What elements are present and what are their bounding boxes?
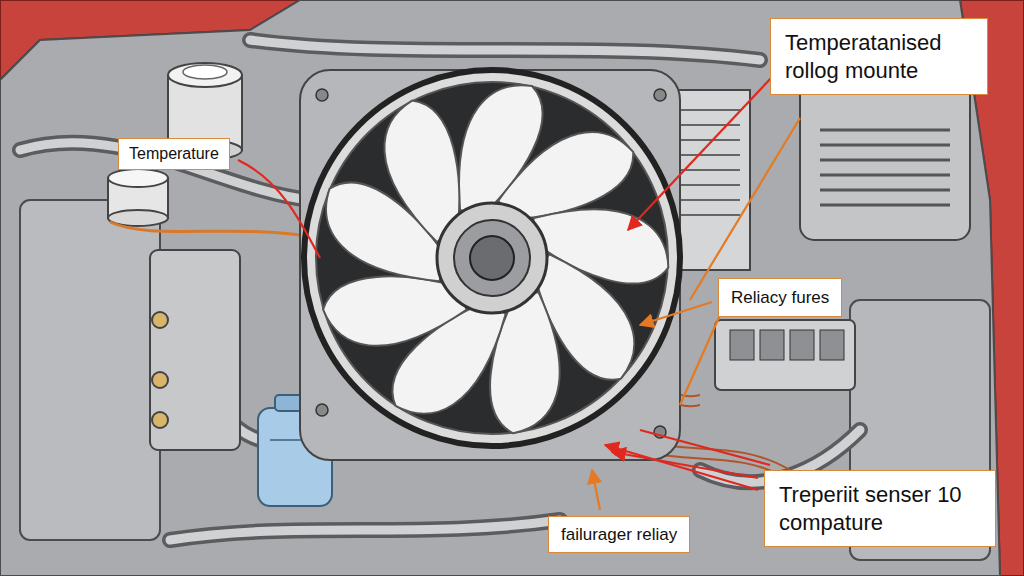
bay-panel — [0, 0, 1000, 576]
leader-arrow — [592, 470, 600, 510]
callout-box: failurager reliay — [548, 516, 690, 553]
callout-text: Temperatanised rollog mounte — [785, 29, 973, 84]
leader-line — [690, 118, 800, 300]
left-housing — [20, 200, 160, 540]
leader-arrow — [640, 302, 712, 325]
leader-line — [640, 430, 770, 465]
leader-arrow — [605, 445, 758, 490]
leader-line — [680, 315, 720, 405]
callout-text: Temperature — [129, 144, 219, 164]
fan-blades — [316, 85, 671, 437]
valve-block — [150, 250, 240, 450]
fan-shroud — [300, 70, 680, 460]
shroud-bolts — [316, 89, 666, 438]
callout-box: Treperiit senser 10 compature — [764, 470, 996, 547]
hoses — [20, 40, 860, 540]
callout-box: Reliacy fures — [718, 278, 842, 317]
callout-text: failurager reliay — [561, 524, 677, 545]
callout-text: Reliacy fures — [731, 287, 829, 308]
leader-arrow — [628, 58, 790, 230]
sensor-cap — [108, 169, 300, 235]
callout-text: Treperiit senser 10 compature — [779, 481, 981, 536]
leader-line — [238, 160, 320, 258]
callout-box: Temperatanised rollog mounte — [770, 18, 988, 95]
callout-box: Temperature — [118, 138, 230, 170]
